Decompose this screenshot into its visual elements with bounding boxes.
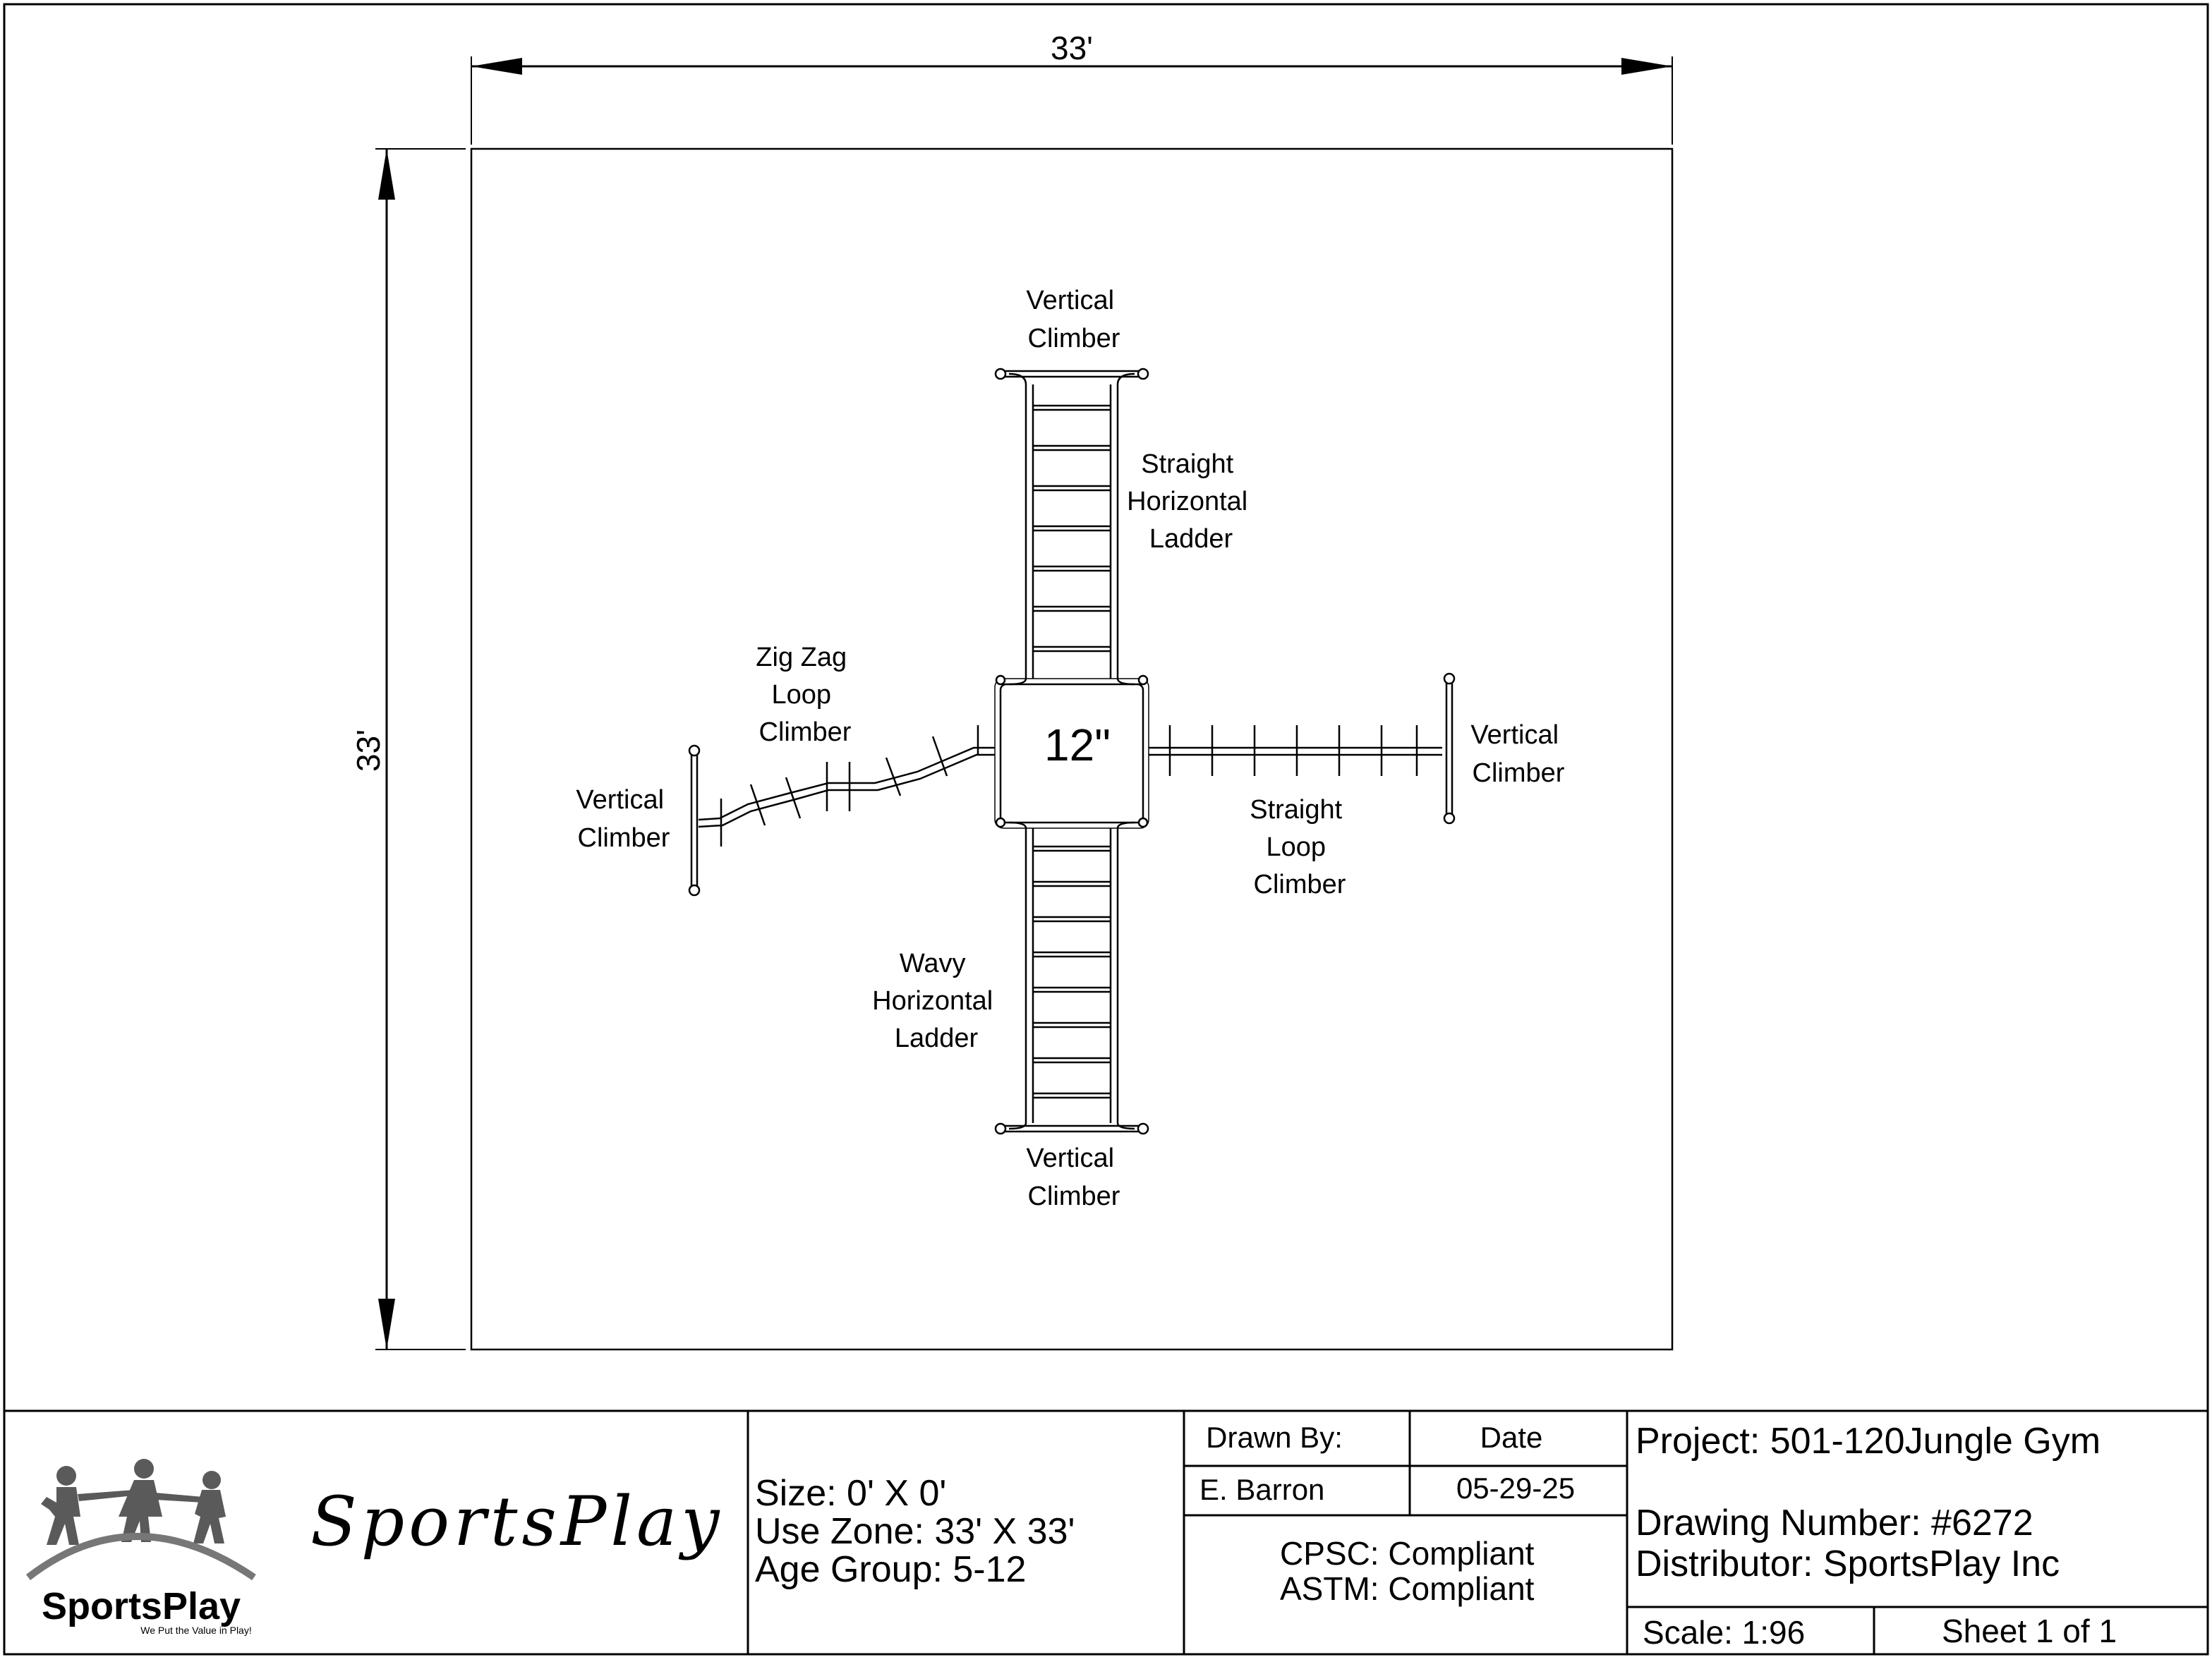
vertical-climber-left [688,744,701,897]
label-vertical-climber-top: Vertical Climber [1026,286,1121,353]
drawn-by-value: E. Barron [1199,1473,1324,1506]
title-block [4,1409,2208,1654]
height-dimension-label: 33' [350,729,387,772]
component-labels: Vertical Climber Straight Horizontal Lad… [576,286,1566,1211]
label-straight-loop-climber: Straight Loop Climber [1250,795,1350,899]
sheet-border [3,3,2209,1656]
width-dimension: 33' [471,30,1673,145]
date-label: Date [1480,1421,1543,1454]
height-dimension: 33' [350,148,466,1350]
astm-compliance: ASTM: Compliant [1280,1570,1535,1607]
cpsc-compliance: CPSC: Compliant [1280,1535,1535,1572]
label-straight-horizontal-ladder: Straight Horizontal Ladder [1127,449,1255,554]
straight-horizontal-ladder [1008,372,1135,686]
wavy-horizontal-ladder [1008,821,1135,1130]
width-dimension-label: 33' [1051,30,1093,66]
vertical-climber-right [1443,672,1456,825]
label-zig-zag-loop-climber: Zig Zag Loop Climber [756,643,854,747]
center-deck-size: 12" [1044,720,1111,770]
label-vertical-climber-left: Vertical Climber [576,785,671,853]
use-zone-boundary [470,147,1674,1351]
label-vertical-climber-right: Vertical Climber [1470,720,1566,788]
brand-script: SportsPlay [310,1482,724,1561]
jungle-gym-plan [688,368,1456,1135]
vertical-climber-top [994,368,1149,380]
age-group-text: Age Group: 5-12 [755,1549,1026,1590]
center-deck [999,683,1144,824]
project-name: Project: 501-120Jungle Gym [1636,1421,2101,1462]
children-figures-icon [41,1459,226,1545]
label-vertical-climber-bottom: Vertical Climber [1026,1144,1121,1211]
label-wavy-horizontal-ladder: Wavy Horizontal Ladder [872,949,1001,1053]
logo-wordmark: SportsPlay [42,1585,241,1627]
logo-swoosh [25,1533,256,1581]
logo-tagline: We Put the Value in Play! [140,1625,251,1636]
scale: Scale: 1:96 [1643,1614,1805,1651]
date-value: 05-29-25 [1456,1472,1575,1505]
use-zone-text: Use Zone: 33' X 33' [755,1511,1075,1552]
vertical-climber-bottom [994,1122,1149,1135]
straight-loop-climber [1149,725,1442,776]
drawing-number: Drawing Number: #6272 [1636,1503,2033,1543]
drawn-by-label: Drawn By: [1206,1421,1343,1454]
sheet-number: Sheet 1 of 1 [1942,1613,2117,1649]
size-text: Size: 0' X 0' [755,1473,946,1514]
sportsplay-logo: SportsPlay We Put the Value in Play! [25,1459,256,1636]
distributor: Distributor: SportsPlay Inc [1636,1543,2060,1584]
zig-zag-loop-climber [698,725,995,847]
